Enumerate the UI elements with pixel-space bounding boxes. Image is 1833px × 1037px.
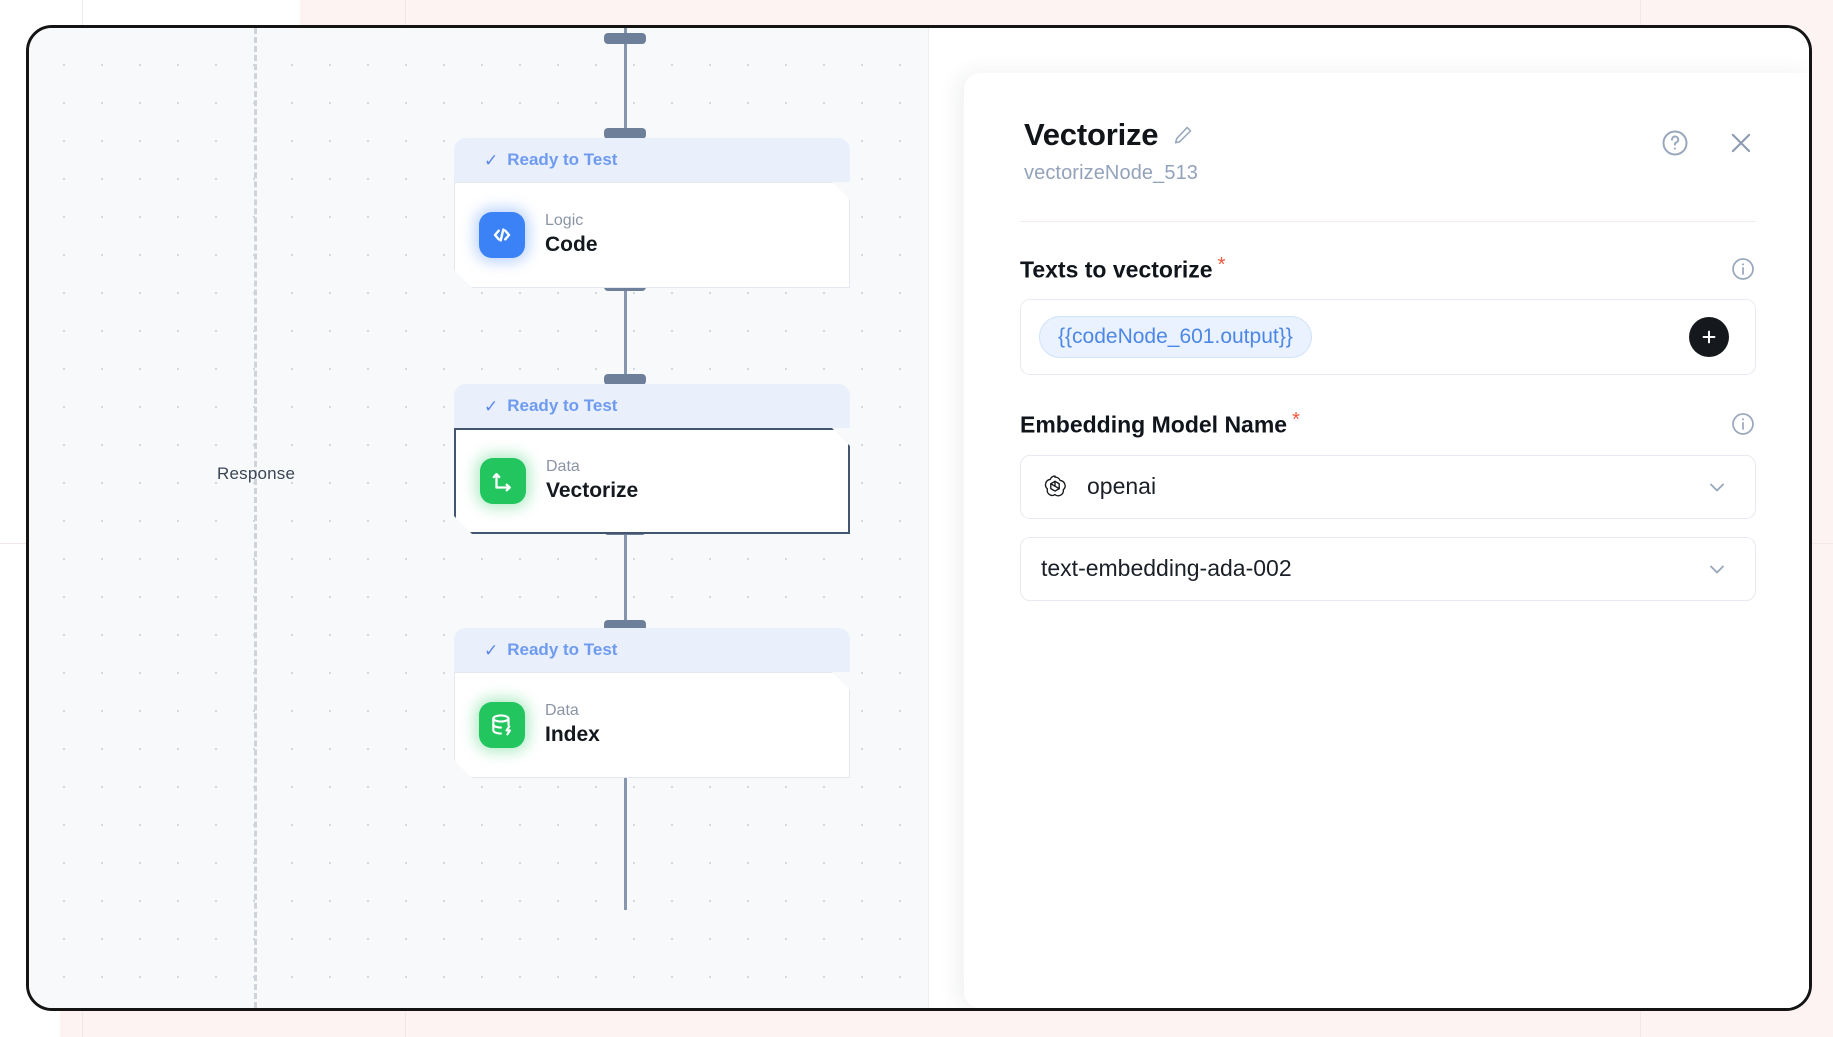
chips-container: {{codeNode_601.output}} [1039,316,1312,359]
close-icon[interactable] [1726,128,1756,158]
vector-axes-icon [480,458,526,504]
node-status-badge-index: ✓ Ready to Test [454,628,850,672]
canvas-guide-line [254,28,257,1008]
texts-to-vectorize-input[interactable]: {{codeNode_601.output}} [1020,299,1756,376]
node-status-label: Ready to Test [507,396,618,415]
openai-logo-icon [1041,473,1069,501]
provider-select[interactable]: openai [1020,454,1756,519]
node-kind-label: Data [546,458,580,476]
node-card-vectorize[interactable]: Data Vectorize [454,428,850,534]
node-status-label: Ready to Test [507,150,618,169]
edge-into-code[interactable] [624,28,627,138]
flow-node-vectorize[interactable]: ✓ Ready to Test Data Vectoriz [454,384,850,534]
pencil-icon[interactable] [1172,124,1194,146]
edge-out-of-index[interactable] [624,770,627,910]
panel-header: Vectorize vectorizeNode_513 [964,73,1809,185]
node-card-code[interactable]: Logic Code [454,182,850,288]
database-bolt-icon [479,702,525,748]
required-asterisk: * [1217,254,1226,276]
field-embedding-model-name: Embedding Model Name* [1020,409,1756,601]
edge-handle[interactable] [604,620,646,631]
panel-node-id: vectorizeNode_513 [1024,162,1199,184]
model-select-value: text-embedding-ada-002 [1041,555,1292,582]
panel-header-actions [1660,128,1756,158]
info-icon[interactable] [1730,411,1756,437]
provider-select-value-wrap: openai [1041,473,1156,501]
node-status-badge-vectorize: ✓ Ready to Test [454,384,850,428]
properties-panel: Vectorize vectorizeNode_513 [964,73,1809,1008]
check-icon: ✓ [484,640,499,660]
panel-divider [1020,221,1756,222]
field-label: Texts to vectorize [1020,256,1213,283]
node-title-label: Code [545,233,598,257]
node-title-label: Index [545,723,600,747]
edge-handle[interactable] [604,374,646,385]
add-text-button[interactable] [1689,317,1729,358]
page-title: Vectorize [1024,117,1159,152]
required-asterisk: * [1292,409,1300,432]
check-icon: ✓ [484,150,499,170]
field-label-row: Embedding Model Name* [1020,409,1756,438]
edge-code-to-vectorize[interactable] [624,284,627,384]
provider-select-value: openai [1087,473,1157,500]
node-status-label: Ready to Test [507,640,618,659]
node-kind-label: Logic [545,212,584,230]
model-select-value-wrap: text-embedding-ada-002 [1041,555,1292,582]
node-card-index[interactable]: Data Index [454,672,850,778]
model-select[interactable]: text-embedding-ada-002 [1020,536,1756,601]
panel-body: Texts to vectorize* {{codeNode_ [964,222,1809,601]
panel-title-row: Vectorize [1024,117,1752,153]
field-label-row: Texts to vectorize* [1020,254,1756,283]
canvas-response-label: Response [217,464,296,483]
field-label-wrap: Texts to vectorize* [1020,254,1225,283]
edge-vectorize-to-index[interactable] [624,528,627,628]
flow-node-code[interactable]: ✓ Ready to Test Logic Code [454,138,850,288]
chevron-down-icon[interactable] [1705,557,1729,581]
chevron-down-icon[interactable] [1705,475,1729,499]
edge-handle[interactable] [604,128,646,139]
info-icon[interactable] [1730,256,1756,282]
check-icon: ✓ [484,396,499,416]
field-label: Embedding Model Name [1020,411,1288,438]
code-brackets-icon [479,212,525,258]
node-kind-label: Data [545,702,579,720]
node-status-badge-code: ✓ Ready to Test [454,138,850,182]
field-label-wrap: Embedding Model Name* [1020,409,1300,438]
field-texts-to-vectorize: Texts to vectorize* {{codeNode_ [1020,254,1756,376]
help-circle-icon[interactable] [1660,128,1690,158]
variable-chip[interactable]: {{codeNode_601.output}} [1039,316,1312,359]
flow-node-index[interactable]: ✓ Ready to Test Data [454,628,850,778]
node-title-label: Vectorize [546,479,639,503]
app-frame: Response ✓ Ready to Test [26,25,1812,1011]
edge-handle[interactable] [604,33,646,44]
